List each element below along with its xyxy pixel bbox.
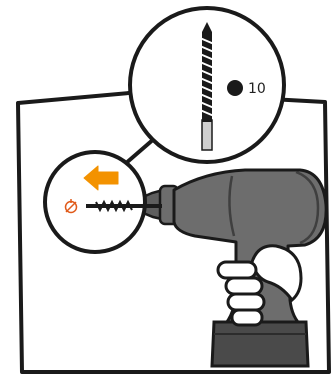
hand-finger-2 (226, 278, 262, 294)
drill-bit-spiral (200, 32, 214, 122)
bit-size-label: 10 (248, 81, 266, 97)
drill-battery (212, 322, 308, 366)
hand-finger-3 (228, 294, 264, 310)
drill-bit-shank (202, 120, 212, 150)
hand-finger-4 (232, 310, 262, 325)
hand-finger-1 (218, 262, 256, 278)
bit-detail-callout: 10 (130, 8, 284, 162)
tip-callout-circle (45, 152, 145, 252)
filled-dot-icon (227, 80, 243, 96)
